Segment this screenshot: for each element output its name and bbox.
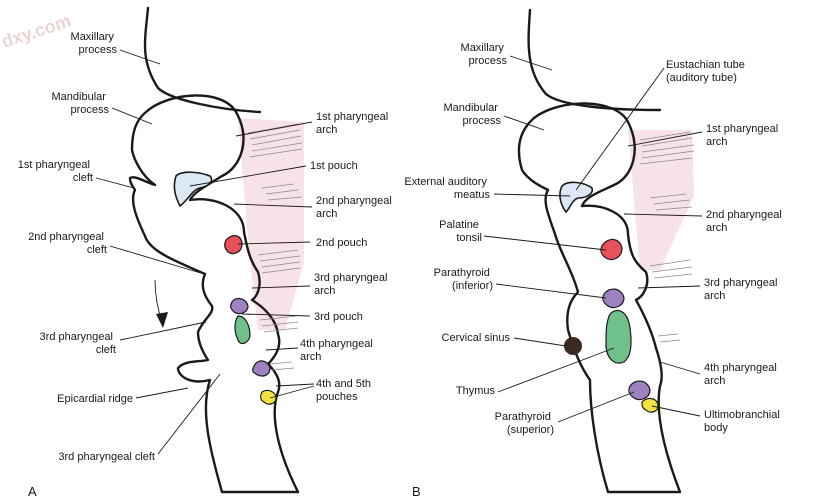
- label-a-cleft2: 2nd pharyngeal cleft: [28, 231, 107, 256]
- label-a-pouch2: 2nd pouch: [316, 237, 367, 249]
- panel-b-leaders: [483, 55, 703, 423]
- panel-b: Maxillary process Eustachian tube (audit…: [404, 8, 785, 499]
- label-b-maxillary: Maxillary process: [461, 42, 508, 67]
- label-b-thymus: Thymus: [456, 385, 496, 397]
- panel-b-parathyroid-superior: [628, 380, 651, 401]
- panel-a-tissue: [128, 94, 300, 494]
- panel-b-cervical-sinus: [564, 337, 582, 355]
- panel-b-head-outline: [527, 8, 662, 112]
- label-b-arch1: 1st pharyngeal arch: [706, 123, 781, 148]
- panel-b-parathyroid-inferior: [602, 288, 625, 309]
- panel-a-head-outline: [143, 6, 262, 114]
- label-b-sinus: Cervical sinus: [442, 332, 511, 344]
- panel-b-labels: Maxillary process Eustachian tube (audit…: [404, 42, 785, 499]
- label-a-pouch3: 3rd pouch: [314, 311, 363, 323]
- label-b-parathyroid-inf: Parathyroid (inferior): [434, 267, 493, 292]
- label-b-meatus: External auditory meatus: [404, 176, 490, 201]
- panel-a-second-pouch: [224, 235, 243, 255]
- label-a-cleft3: 3rd pharyngeal cleft: [40, 331, 116, 356]
- panel-b-ultimobranchial-body: [641, 397, 659, 413]
- panel-b-meatus: [559, 181, 594, 214]
- label-b-arch3: 3rd pharyngeal arch: [704, 277, 780, 302]
- panel-a-third-pouch-lower: [234, 315, 251, 345]
- panel-a-leaders: [95, 49, 315, 455]
- label-a-arch3: 3rd pharyngeal arch: [314, 272, 390, 297]
- panel-b-hatching: [639, 131, 695, 343]
- label-a-arch4: 4th pharyngeal arch: [300, 338, 376, 363]
- label-a-maxillary: Maxillary process: [71, 31, 118, 56]
- label-a-arch2: 2nd pharyngeal arch: [316, 195, 395, 220]
- panel-a-sinus-arrowhead: [156, 312, 168, 328]
- label-b-parathyroid-sup: Parathyroid (superior): [495, 411, 554, 436]
- panel-a-pink-haze: [238, 118, 304, 330]
- label-b-mandibular: Mandibular process: [444, 102, 502, 127]
- label-b-ultimobranchial: Ultimobranchial body: [704, 409, 783, 434]
- label-a-cleft3b: 3rd pharyngeal cleft: [58, 451, 155, 463]
- panel-b-letter: B: [412, 484, 421, 499]
- panel-b-thymus: [605, 309, 632, 364]
- label-a-pouch1: 1st pouch: [310, 160, 358, 172]
- label-a-cleft1: 1st pharyngeal cleft: [18, 159, 93, 184]
- panel-a-labels: Maxillary process Mandibular process 1st…: [18, 31, 395, 499]
- label-b-arch4: 4th pharyngeal arch: [704, 362, 780, 387]
- panel-a-third-pouch-upper: [230, 297, 249, 315]
- label-a-mandibular: Mandibular process: [52, 91, 110, 116]
- label-b-tonsil: Palatine tonsil: [439, 219, 482, 244]
- panel-a-first-pouch: [173, 171, 213, 208]
- label-a-epicardial: Epicardial ridge: [57, 393, 133, 405]
- panel-a-hatching: [247, 123, 303, 371]
- label-a-arch1: 1st pharyngeal arch: [316, 111, 391, 136]
- label-a-pouch45: 4th and 5th pouches: [316, 378, 374, 403]
- watermark: dxy.com: [0, 11, 73, 52]
- panel-a: Maxillary process Mandibular process 1st…: [18, 6, 395, 499]
- panel-b-pink-haze: [628, 130, 694, 270]
- panel-b-tissue: [517, 102, 682, 494]
- label-b-arch2: 2nd pharyngeal arch: [706, 209, 785, 234]
- panel-a-fourth-pouch: [252, 360, 271, 377]
- panel-a-letter: A: [28, 484, 37, 499]
- panel-b-palatine-tonsil: [600, 238, 623, 261]
- label-b-eustachian: Eustachian tube (auditory tube): [666, 59, 748, 84]
- panel-a-fifth-pouch: [260, 389, 277, 405]
